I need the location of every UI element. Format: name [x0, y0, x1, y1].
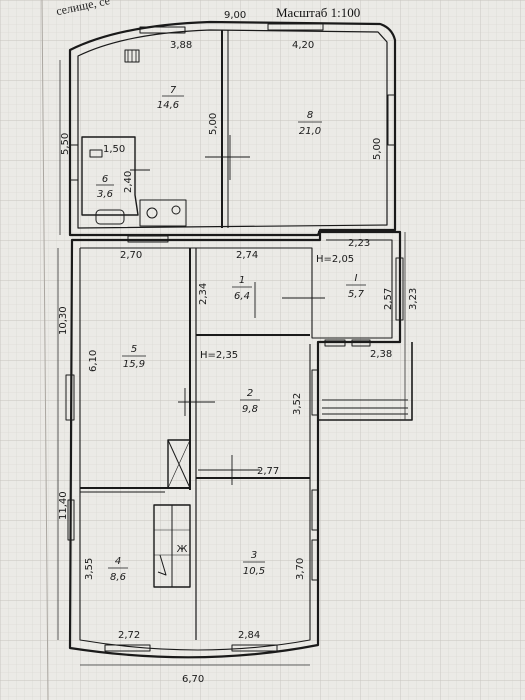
window-room8-top — [267, 23, 324, 31]
dim-room8-right: 5,00 — [372, 138, 383, 160]
window-room3-right-a — [311, 489, 319, 531]
room-8-area: 21,0 — [299, 126, 321, 137]
dim-room4-bottom: 2,72 — [118, 630, 140, 641]
room-6-outline — [81, 136, 139, 216]
height-main: H=2,35 — [200, 350, 238, 361]
room-2-number: 2 — [247, 388, 253, 399]
room-4-area: 8,6 — [110, 572, 126, 583]
room-3-number: 3 — [251, 550, 257, 561]
window-room5 — [65, 374, 75, 421]
room-7-area: 14,6 — [157, 100, 179, 111]
height-porch: H=2,05 — [316, 254, 354, 265]
dim-room6-top: 1,50 — [103, 144, 125, 155]
dim-room5-top: 2,70 — [120, 250, 142, 261]
window-room2 — [311, 369, 319, 416]
room-3-area: 10,5 — [243, 566, 265, 577]
toilet-icon — [171, 205, 181, 215]
dim-room2-right: 3,52 — [292, 393, 303, 415]
dim-roomI-right: 2,57 — [383, 288, 394, 310]
dim-room7-right: 5,00 — [208, 113, 219, 135]
outer-wall-upper — [68, 20, 397, 237]
stair-mark: Ж — [177, 544, 188, 555]
room-I-area: 5,7 — [348, 289, 365, 300]
room-6-number: 6 — [102, 174, 108, 185]
window-room8-right — [387, 94, 396, 146]
room-2-area: 9,8 — [242, 404, 258, 415]
dim-roomI-bottom: 2,38 — [370, 349, 392, 360]
room-4-number: 4 — [115, 556, 121, 567]
room-1-number: 1 — [239, 275, 245, 286]
window-room3-right-b — [311, 539, 319, 581]
window-room6 — [69, 144, 79, 181]
dim-room8-top: 4,20 — [292, 40, 314, 51]
dim-top-overall: 9,00 — [224, 10, 246, 21]
dim-room1-top: 2,74 — [236, 250, 258, 261]
dim-left-upper: 5,50 — [60, 133, 71, 155]
window-porch — [395, 257, 404, 321]
stove-block — [167, 439, 191, 489]
dim-roomI-top: 2,23 — [348, 238, 370, 249]
dim-bottom-overall: 6,70 — [182, 674, 204, 685]
dim-right-porch: 3,23 — [408, 288, 419, 310]
room-5-number: 5 — [131, 344, 137, 355]
window-room7 — [139, 26, 186, 34]
room-1-area: 6,4 — [234, 291, 250, 302]
dim-room2-bottom: 2,77 — [257, 466, 279, 477]
window-room4-bottom — [104, 644, 151, 652]
dim-room5-height: 6,10 — [88, 350, 99, 372]
room-I-outline — [318, 231, 401, 343]
dim-room4-height: 3,55 — [84, 558, 95, 580]
scale-label: Масштаб 1:100 — [276, 5, 361, 20]
room-8-number: 8 — [307, 110, 313, 121]
dim-left-mid: 10,30 — [58, 306, 69, 335]
sink-icon — [146, 207, 158, 219]
dim-room3-bottom: 2,84 — [238, 630, 260, 641]
dim-room1-left: 2,34 — [198, 283, 209, 305]
dim-left-lower: 11,40 — [58, 491, 69, 520]
room-5-area: 15,9 — [123, 359, 145, 370]
room-6-area: 3,6 — [97, 189, 113, 200]
dim-room7-top: 3,88 — [170, 40, 192, 51]
window-room3-bottom — [231, 644, 278, 652]
bathtub-icon — [95, 209, 125, 225]
window-room4-left — [67, 499, 75, 541]
room-7-number: 7 — [170, 85, 177, 96]
room-I-number: I — [355, 273, 358, 284]
dim-room6-height: 2,40 — [123, 171, 134, 193]
dim-room3-right: 3,70 — [295, 558, 306, 580]
